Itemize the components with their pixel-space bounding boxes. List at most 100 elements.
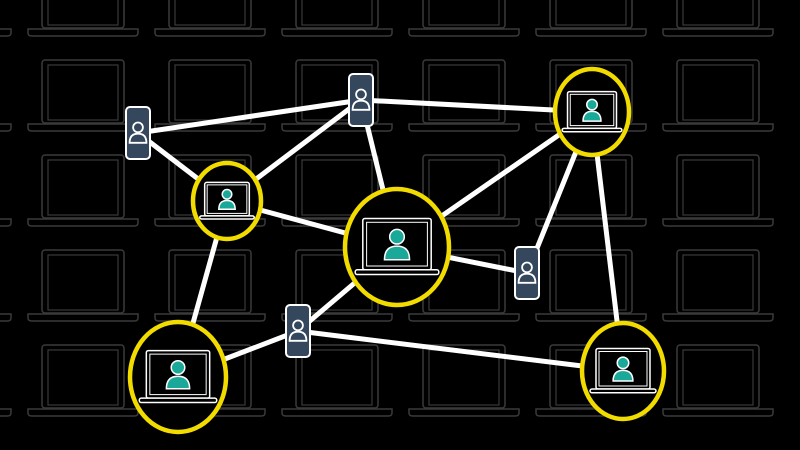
laptop-display-outline [428,64,500,121]
laptop-base-outline [27,28,139,37]
laptop-screen-outline [41,59,125,124]
background-laptop-icon [0,123,12,132]
background-laptop-icon [662,0,774,37]
laptop-base-outline [27,218,139,227]
laptop-display-outline [682,64,754,121]
person-head-icon [616,356,630,370]
laptop-screen-outline [41,249,125,314]
phone-node [348,73,374,127]
laptop-base-outline [662,28,774,37]
laptop-base-outline [27,408,139,417]
person-head-icon [170,359,186,376]
connection-line [295,328,626,374]
laptop-screen-outline [676,344,760,409]
laptop-screen-outline [422,0,506,29]
phone-node [285,304,311,358]
laptop-base-outline [0,313,12,322]
laptop-screen-outline [422,344,506,409]
laptop-node [579,320,667,422]
laptop-base-outline [535,123,647,132]
laptop-screen-outline [676,249,760,314]
person-body-icon [612,369,634,382]
person-body-icon [351,99,371,111]
laptop-display-outline [174,64,246,121]
phone-node [125,106,151,160]
laptop-base-outline [0,123,12,132]
laptop-screen-outline [422,59,506,124]
laptop-base-icon [354,269,440,276]
background-laptop-icon [535,249,647,322]
background-laptop-icon [281,344,393,417]
laptop-screen-outline [295,59,379,124]
laptop-screen-outline [295,0,379,29]
laptop-display-outline [555,0,627,26]
laptop-base-outline [408,28,520,37]
person-body-icon [128,132,148,144]
laptop-display-outline [301,159,373,216]
laptop-base-outline [535,28,647,37]
laptop-display-outline [47,159,119,216]
person-head-icon [292,319,304,332]
laptop-base-outline [662,313,774,322]
laptop-screen-outline [676,0,760,29]
laptop-display-outline [428,349,500,406]
laptop-display-outline [682,349,754,406]
laptop-display-outline [47,64,119,121]
laptop-display-icon [569,93,615,127]
laptop-display-outline [555,159,627,216]
background-laptop-icon [281,0,393,37]
laptop-display-outline [682,159,754,216]
person-head-icon [355,88,367,101]
laptop-screen-outline [41,344,125,409]
laptop-display-icon [366,221,428,267]
laptop-base-outline [27,313,139,322]
laptop-display-icon [598,351,648,387]
laptop-base-outline [535,218,647,227]
background-laptop-icon [154,0,266,37]
laptop-base-icon [198,215,256,220]
laptop-screen-outline [676,59,760,124]
laptop-base-outline [0,408,12,417]
laptop-screen-outline [295,344,379,409]
laptop-display-outline [301,0,373,26]
laptop-base-outline [0,28,12,37]
background-laptop-icon [154,249,266,322]
background-laptop-icon [27,344,139,417]
background-laptop-icon [408,0,520,37]
laptop-base-outline [0,218,12,227]
laptop-display-outline [682,254,754,311]
laptop-base-outline [408,123,520,132]
laptop-display-outline [174,0,246,26]
background-laptop-icon [662,249,774,322]
laptop-display-outline [47,0,119,26]
background-laptop-icon [662,344,774,417]
laptop-screen-outline [422,154,506,219]
person-body-icon [218,199,236,211]
laptop-screen-outline [168,0,252,29]
person-head-icon [521,261,533,274]
laptop-node [342,186,452,308]
laptop-base-outline [408,313,520,322]
background-laptop-icon [0,218,12,227]
laptop-base-icon [138,397,218,404]
laptop-base-outline [281,408,393,417]
laptop-display-icon [149,353,207,396]
laptop-display-outline [555,254,627,311]
background-laptop-icon [0,28,12,37]
background-laptop-icon [27,154,139,227]
laptop-display-outline [682,0,754,26]
laptop-base-outline [662,408,774,417]
laptop-screen-outline [295,154,379,219]
laptop-display-outline [47,349,119,406]
laptop-base-outline [535,313,647,322]
person-head-icon [388,228,406,245]
connection-line [135,97,364,136]
laptop-base-outline [27,123,139,132]
background-laptop-icon [0,313,12,322]
laptop-screen-outline [549,0,633,29]
person-head-icon [586,98,598,111]
background-laptop-icon [27,249,139,322]
laptop-base-outline [281,123,393,132]
laptop-base-outline [154,313,266,322]
